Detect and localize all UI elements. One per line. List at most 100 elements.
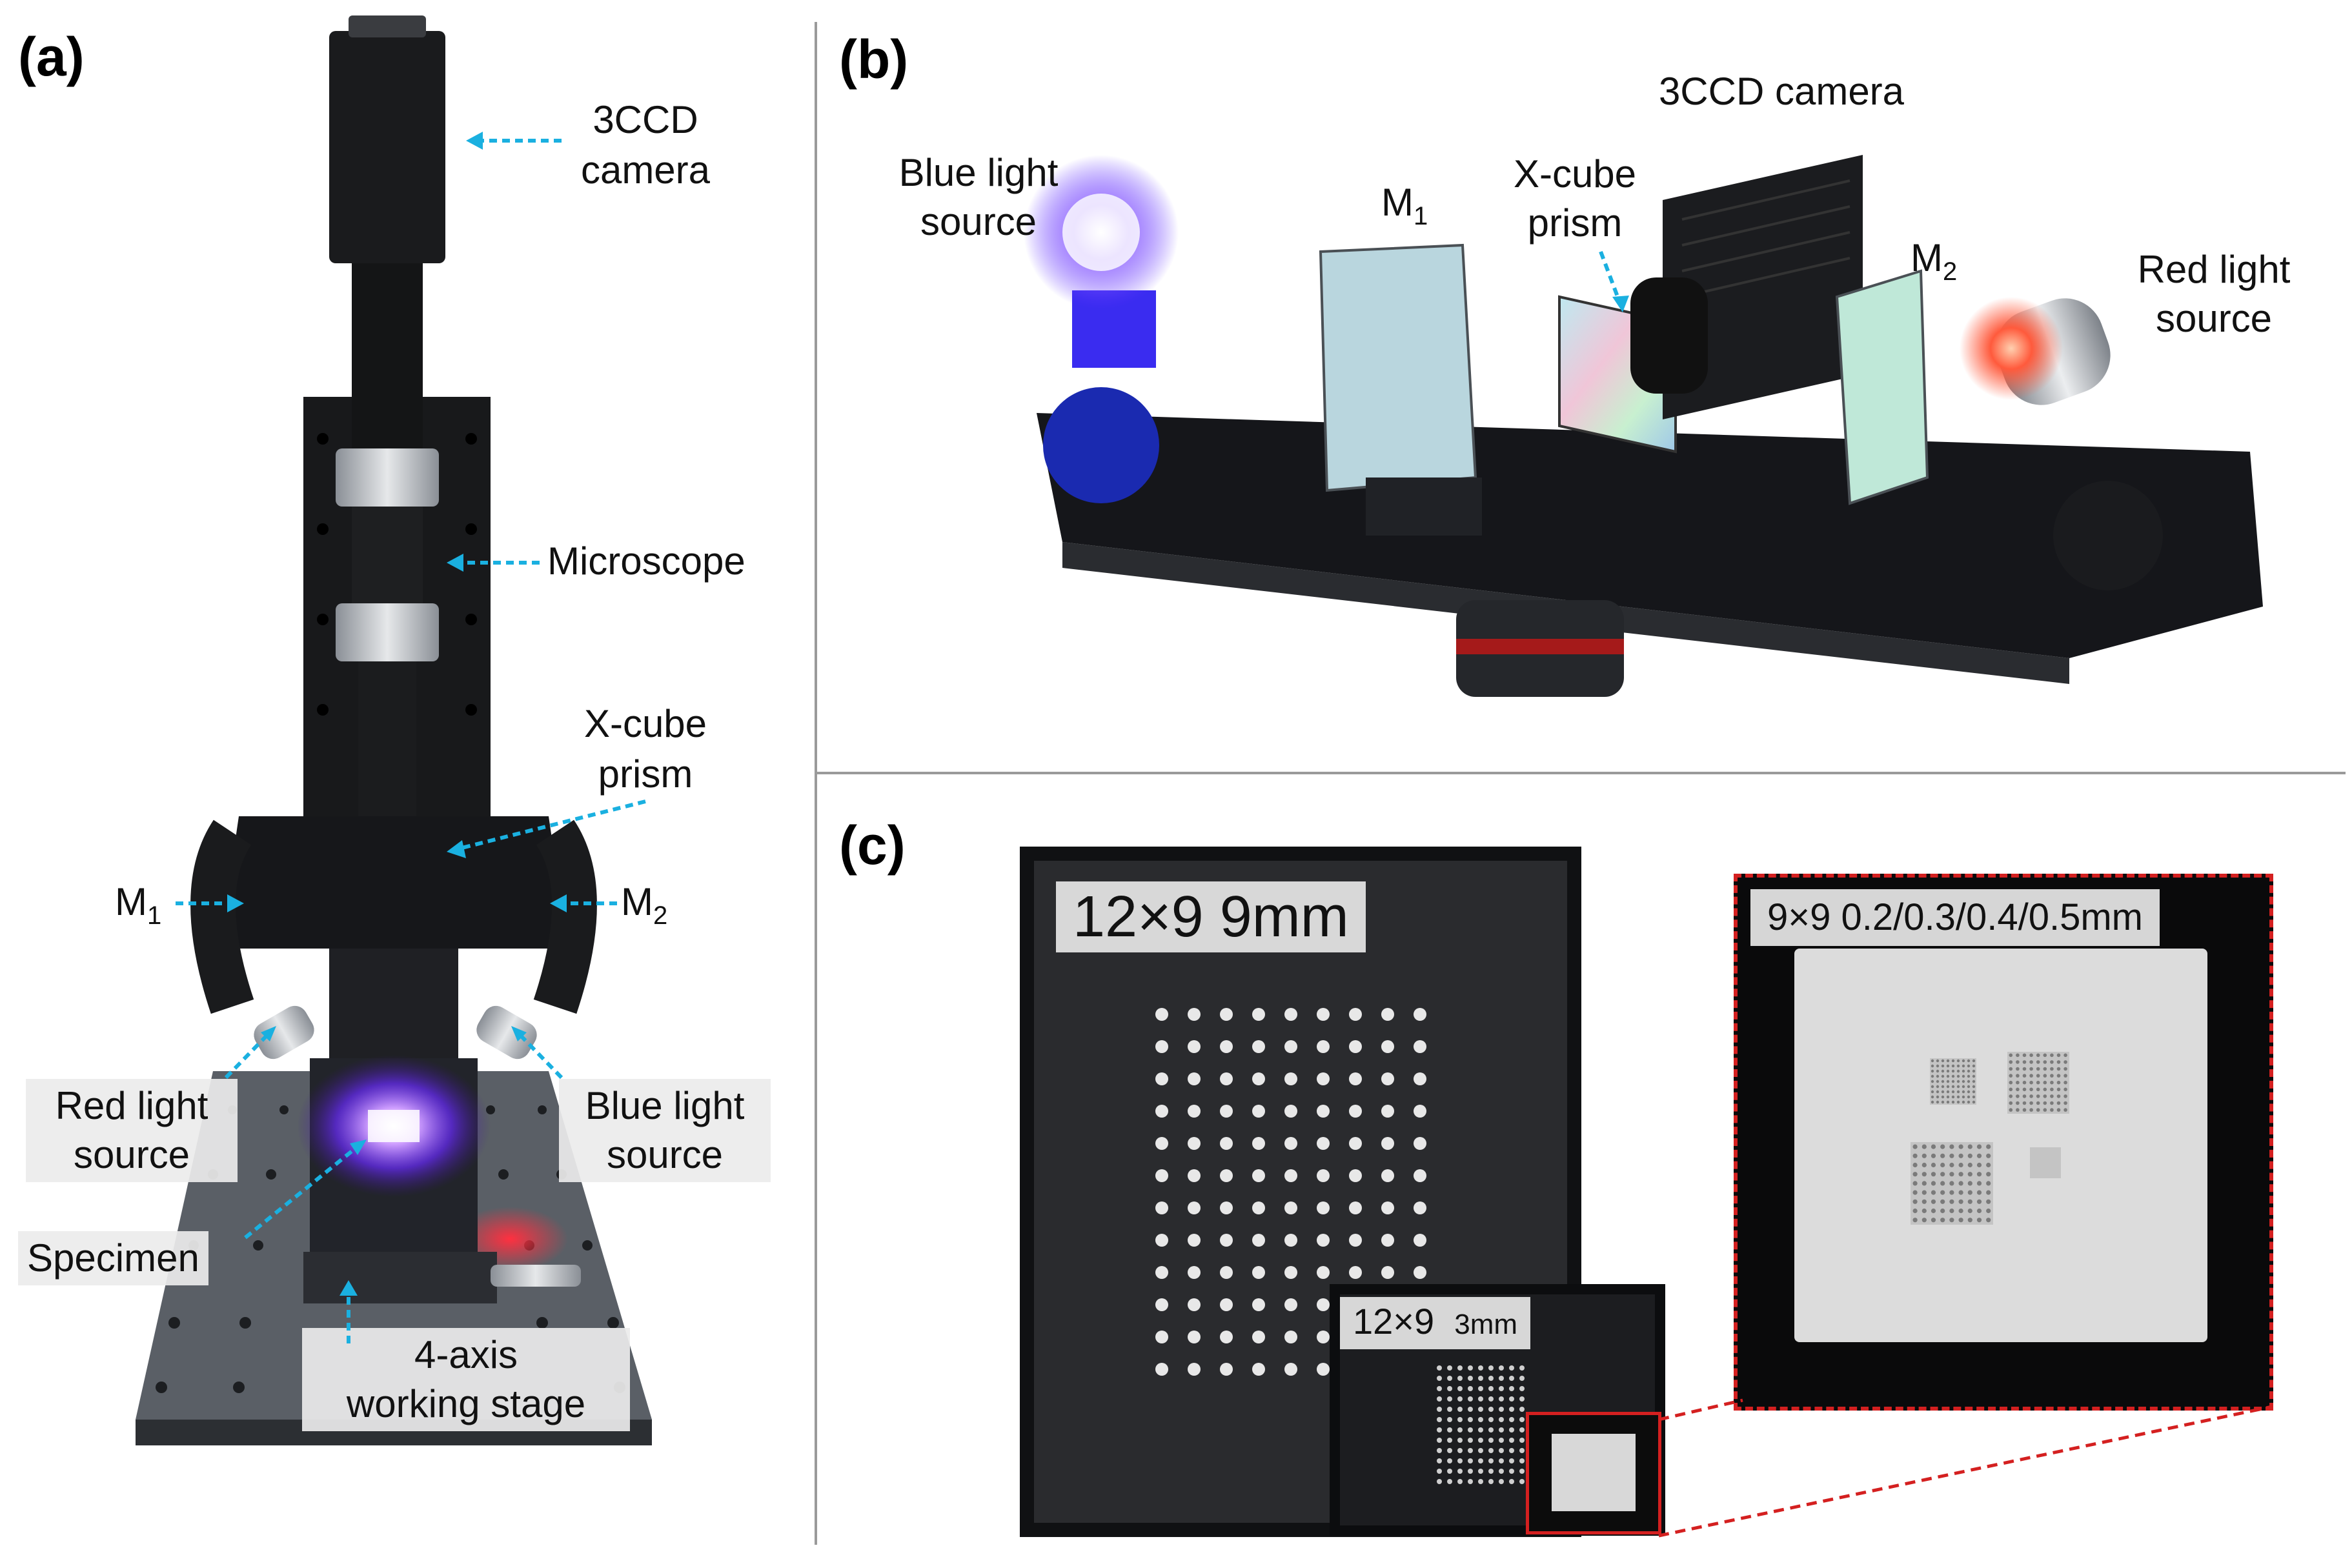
grid-dot (1414, 1040, 1426, 1053)
grid-dot (2050, 1053, 2054, 1058)
grid-dot (1951, 1059, 1955, 1063)
grid-dot (1188, 1008, 1201, 1021)
grid-dot (1468, 1396, 1473, 1402)
grid-dot (2056, 1101, 2061, 1105)
grid-dot (1447, 1438, 1452, 1443)
grid-dot (1976, 1172, 1982, 1177)
grid-dot (1188, 1072, 1201, 1085)
grid-dot (1437, 1365, 1442, 1371)
grid-dot (1488, 1438, 1494, 1443)
grid-dot (1220, 1072, 1233, 1085)
grid-dot (1468, 1469, 1473, 1474)
grid-dot (1188, 1363, 1201, 1376)
prism-housing (219, 816, 568, 949)
grid-dot (1951, 1069, 1955, 1073)
panel-a-arrows (176, 132, 646, 1343)
grid-dot (1931, 1153, 1936, 1158)
grid-dot (1931, 1064, 1934, 1068)
grid-dot (1958, 1218, 1963, 1223)
grid-dot (1931, 1085, 1934, 1089)
grid-dot (2016, 1053, 2020, 1058)
grid-dot (1931, 1181, 1936, 1186)
grid-dot (1940, 1172, 1945, 1177)
grid-dot (1936, 1080, 1940, 1083)
grid-dot (1155, 1298, 1168, 1311)
grid-dot (1437, 1386, 1442, 1391)
grid-dot (1519, 1396, 1525, 1402)
grid-dot (1509, 1417, 1514, 1422)
grid-dot (1447, 1479, 1452, 1484)
grid-dot (1220, 1008, 1233, 1021)
grid-dot (1155, 1008, 1168, 1021)
grid-dot (2063, 1067, 2067, 1071)
grid-dot (1155, 1040, 1168, 1053)
grid-dot (1349, 1105, 1362, 1118)
grid-dot (1921, 1144, 1927, 1149)
grid-dot (1519, 1458, 1525, 1463)
grid-dot (1468, 1386, 1473, 1391)
grid-dot (1414, 1072, 1426, 1085)
grid-dot (1519, 1427, 1525, 1432)
grid-dot (1381, 1105, 1394, 1118)
grid-dot (1951, 1085, 1955, 1089)
grid-dot (1220, 1040, 1233, 1053)
grid-dot (1912, 1199, 1918, 1204)
grid-dot (1962, 1064, 1965, 1068)
grid-dot (1478, 1396, 1483, 1402)
grid-dot (1946, 1080, 1950, 1083)
grid-dot (1931, 1095, 1934, 1099)
grid-dot (1972, 1074, 1976, 1078)
grid-dot (2043, 1053, 2047, 1058)
grid-dot (2036, 1108, 2040, 1112)
red-light-source (1960, 297, 2163, 590)
grid-dot (1921, 1172, 1927, 1177)
grid-dot (1936, 1100, 1940, 1104)
grid-dot (2009, 1060, 2013, 1064)
grid-dot (1949, 1153, 1954, 1158)
grid-dot (1478, 1438, 1483, 1443)
zoom-dot-grids (1911, 1052, 2069, 1225)
grid-dot (2043, 1101, 2047, 1105)
grid-dot (1188, 1266, 1201, 1279)
grid-dot (1478, 1479, 1483, 1484)
grid-dot (1220, 1331, 1233, 1343)
grid-dot (1509, 1396, 1514, 1402)
grid-dot (1951, 1064, 1955, 1068)
grid-dot (1519, 1438, 1525, 1443)
grid-dot (1457, 1438, 1463, 1443)
grid-dot (1284, 1169, 1297, 1182)
grid-dot (1986, 1153, 1991, 1158)
grid-dot (1962, 1095, 1965, 1099)
grid-dot (1437, 1376, 1442, 1381)
grid-dot (1958, 1144, 1963, 1149)
grid-dot (1509, 1386, 1514, 1391)
grid-dot (1468, 1448, 1473, 1453)
panel-a-letter: (a) (18, 26, 85, 87)
grid-dot (2056, 1060, 2061, 1064)
grid-dot (1220, 1137, 1233, 1150)
grid-dot (2036, 1074, 2040, 1078)
grid-dot (1921, 1153, 1927, 1158)
grid-dot (1912, 1153, 1918, 1158)
grid-dot (1349, 1137, 1362, 1150)
grid-dot (1488, 1365, 1494, 1371)
grid-dot (1447, 1376, 1452, 1381)
grid-dot (1284, 1298, 1297, 1311)
grid-dot (2050, 1080, 2054, 1085)
grid-dot (1457, 1386, 1463, 1391)
grid-dot (1284, 1040, 1297, 1053)
grid-dot (1252, 1137, 1265, 1150)
grid-dot (1499, 1386, 1504, 1391)
grid-dot (1488, 1407, 1494, 1412)
grid-dot (1499, 1479, 1504, 1484)
zoom-board-label: 9×9 0.2/0.3/0.4/0.5mm (1750, 889, 2160, 946)
grid-dot (1941, 1059, 1945, 1063)
grid-dot (2036, 1060, 2040, 1064)
grid-dot (2063, 1087, 2067, 1092)
grid-dot (1478, 1458, 1483, 1463)
panel-c-letter: (c) (839, 815, 906, 876)
grid-dot (1457, 1417, 1463, 1422)
grid-dot (1437, 1396, 1442, 1402)
grid-dot (1956, 1095, 1960, 1099)
grid-dot (2016, 1108, 2020, 1112)
